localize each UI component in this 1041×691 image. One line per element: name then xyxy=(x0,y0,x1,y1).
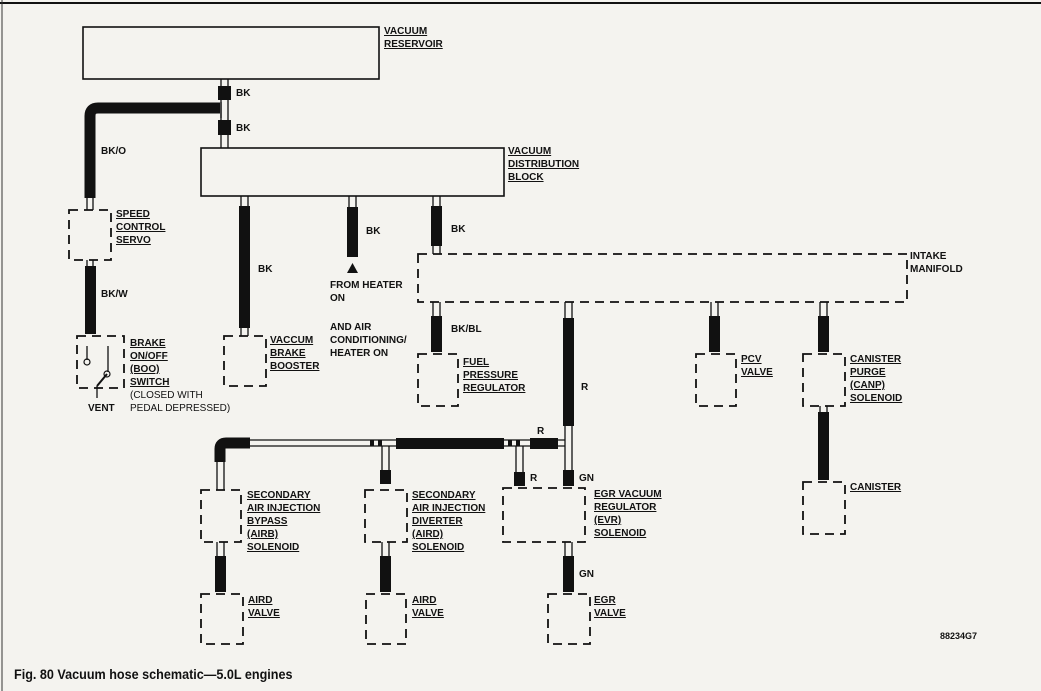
airb-solenoid-box xyxy=(200,489,242,543)
hose-color-bk-heater: BK xyxy=(366,226,381,237)
booster-hose xyxy=(239,206,250,328)
airb-valve-hose xyxy=(215,556,226,592)
figure-caption: Fig. 80 Vacuum hose schematic—5.0L engin… xyxy=(14,666,293,682)
reservoir-to-block-hose xyxy=(218,79,231,148)
aird-valve-left-box xyxy=(200,593,244,645)
vacuum-reservoir-box xyxy=(82,26,380,80)
canister-box xyxy=(802,481,846,535)
hose-color-r-evr: R xyxy=(530,473,538,484)
hose-color-bk-manifold: BK xyxy=(451,224,466,235)
aird-valve-hose xyxy=(380,556,391,592)
fuel-pressure-regulator-box xyxy=(417,353,459,407)
hose-color-bkw: BK/W xyxy=(101,289,128,300)
figure-code: 88234G7 xyxy=(940,631,978,641)
hose-color-r-branch: R xyxy=(537,426,545,437)
manifold-supply-hose xyxy=(431,206,442,246)
hose-color-gn-evr: GN xyxy=(579,473,594,484)
aird-solenoid-box xyxy=(364,489,408,543)
pcv-valve-box xyxy=(695,353,737,407)
hose-color-r-main: R xyxy=(581,382,589,393)
pcv-hose xyxy=(709,316,720,352)
secondary-air-branch-line xyxy=(228,438,565,449)
hose-color-gn-egr: GN xyxy=(579,569,594,580)
intake-manifold-box xyxy=(417,253,908,303)
hose-color-bko: BK/O xyxy=(101,146,126,157)
canp-hose xyxy=(818,316,829,352)
boo-switch-symbol xyxy=(83,346,111,398)
bko-hose xyxy=(84,102,220,198)
vacuum-distribution-block-box xyxy=(200,147,505,197)
hose-color-bk-booster: BK xyxy=(258,264,273,275)
canp-solenoid-box xyxy=(802,353,846,407)
vent-label: VENT xyxy=(88,403,115,414)
hose-color-bk-upper: BK xyxy=(236,88,251,99)
vacuum-brake-booster-box xyxy=(223,335,267,387)
airb-supply-hose xyxy=(214,437,250,462)
hose-color-bkbl: BK/BL xyxy=(451,324,482,335)
heater-hose xyxy=(347,207,358,257)
aird-supply-hose xyxy=(380,470,391,484)
r-main-hose xyxy=(563,318,574,426)
egr-valve-box xyxy=(547,593,591,645)
boo-switch-box xyxy=(76,335,125,389)
heater-arrow-icon xyxy=(347,263,358,273)
evr-r-hose xyxy=(514,472,525,486)
bkbl-hose xyxy=(431,316,442,352)
hose-color-bk-lower: BK xyxy=(236,123,251,134)
evr-solenoid-box xyxy=(502,487,586,543)
aird-valve-mid-box xyxy=(365,593,407,645)
bkw-hose xyxy=(85,266,96,334)
evr-gn-hose xyxy=(563,470,574,486)
canister-label: CANISTER xyxy=(850,482,902,493)
speed-control-servo-box xyxy=(68,209,112,261)
canister-hose xyxy=(818,412,829,480)
egr-gn-hose xyxy=(563,556,574,592)
